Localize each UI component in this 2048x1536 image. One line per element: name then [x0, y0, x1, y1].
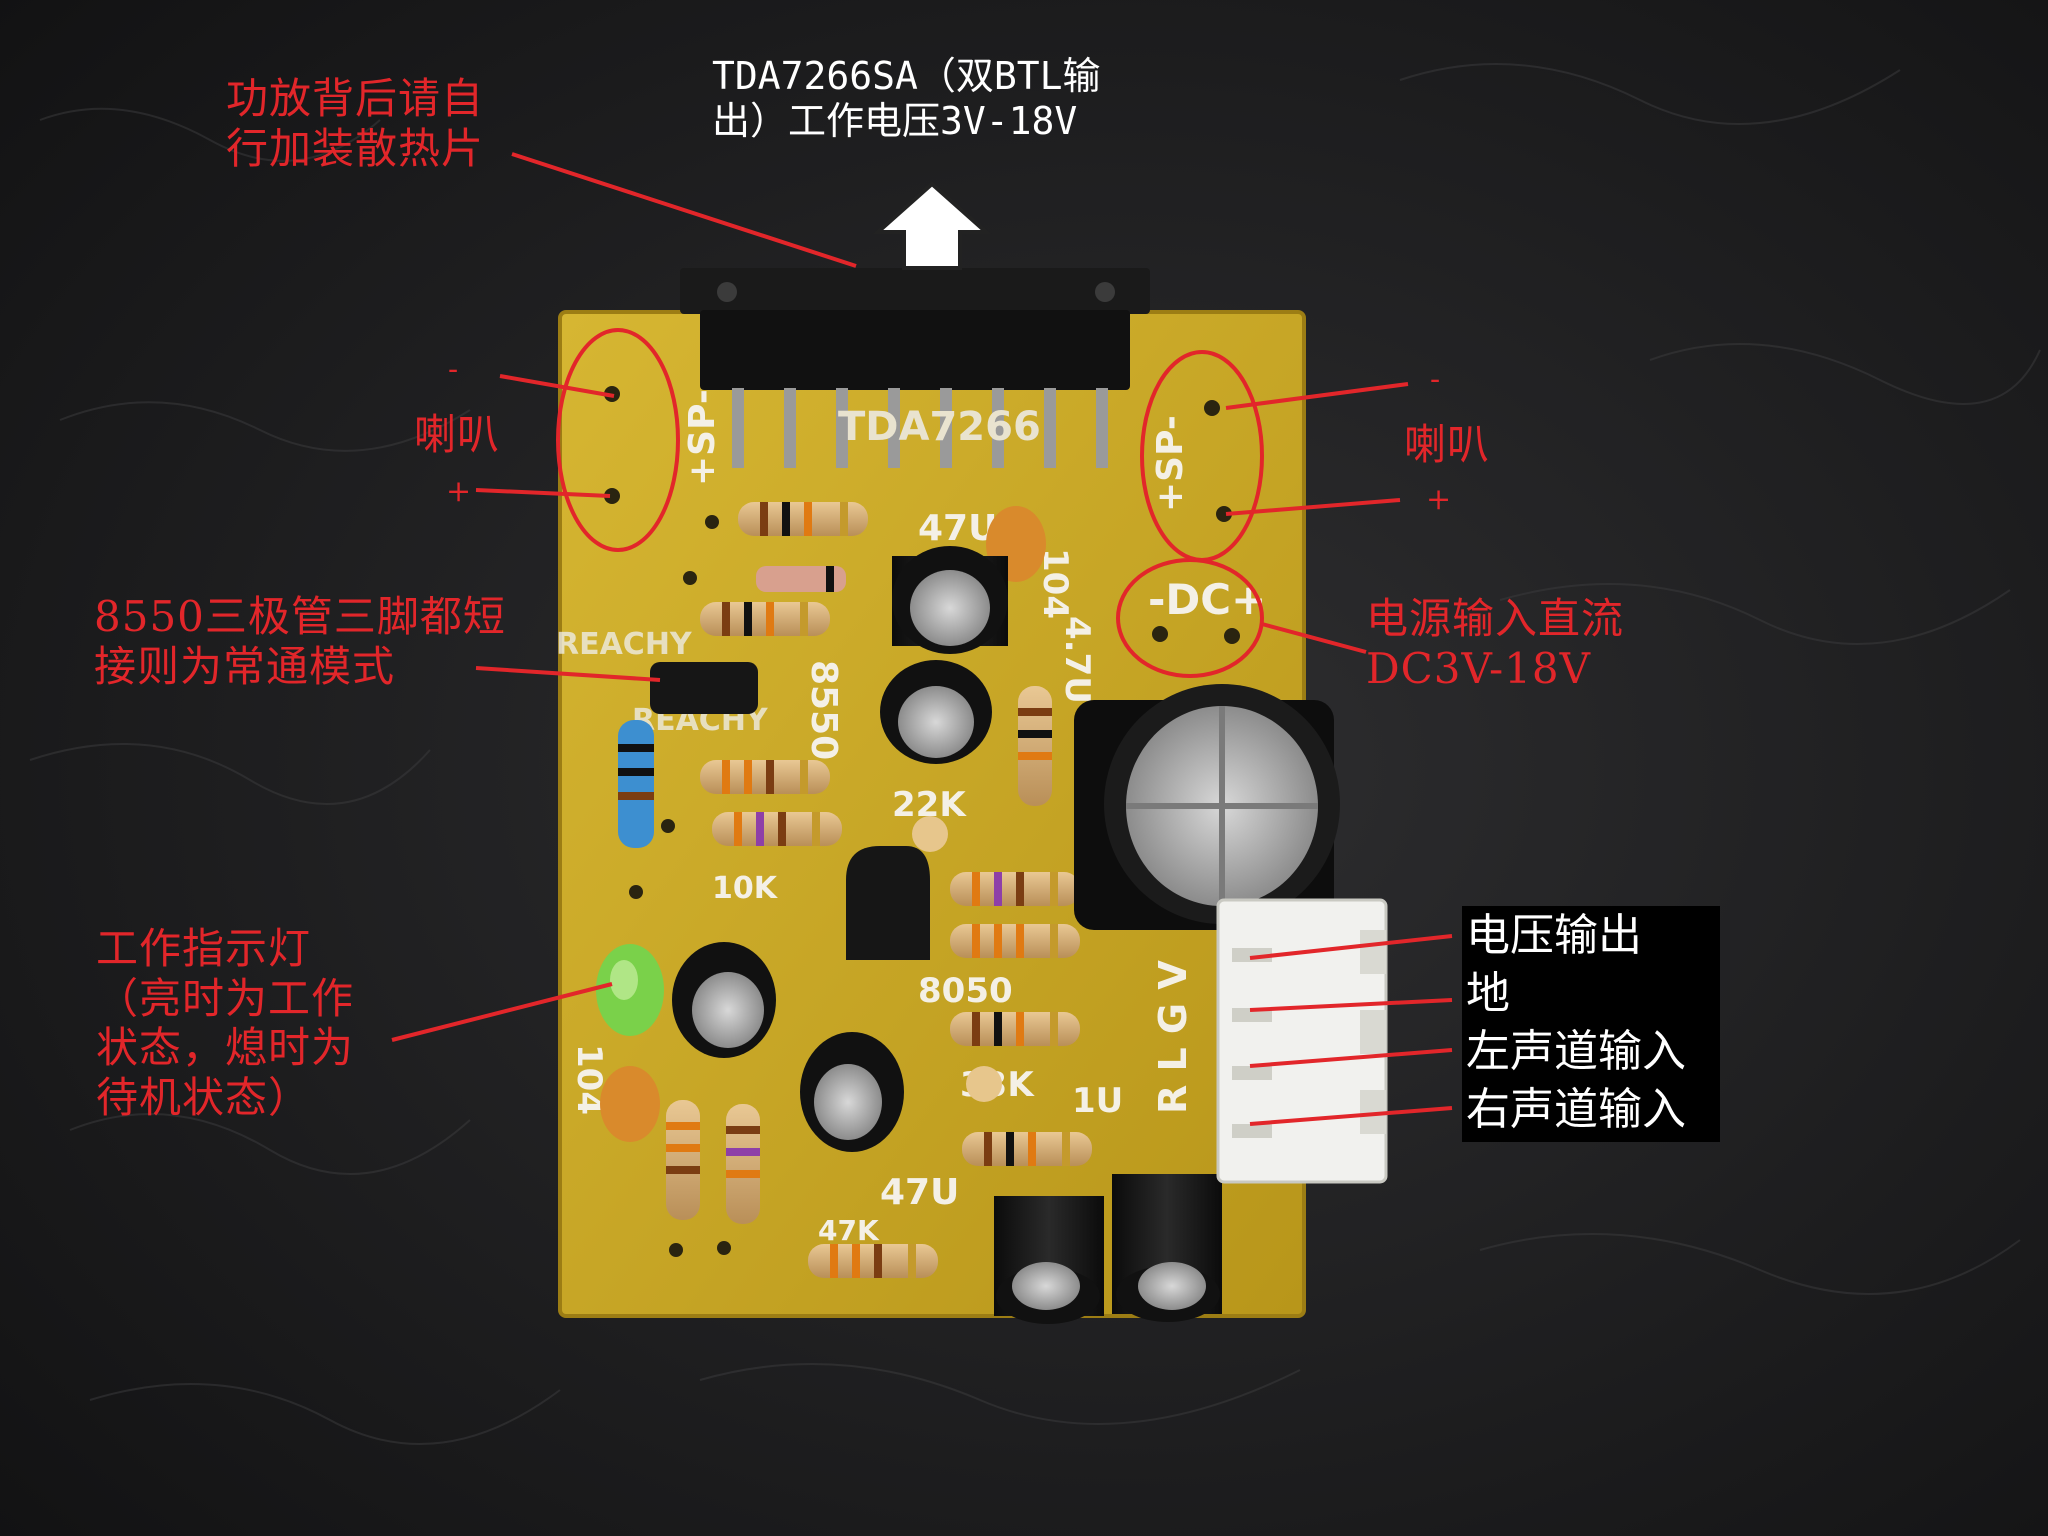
- dc-line: [1261, 622, 1367, 654]
- heatsink-arrow-line: [511, 152, 857, 268]
- chip-title-label: TDA7266SA（双BTL输 出）工作电压3V-18V: [712, 54, 1101, 143]
- resistor: [712, 812, 842, 846]
- silk-8550: 8550: [803, 660, 844, 760]
- transistor-line: [475, 666, 661, 682]
- resistor: [950, 924, 1080, 958]
- resistor-vertical: [1018, 686, 1052, 806]
- silk-sp-right: +SP-: [1150, 415, 1191, 512]
- silk-47u-bottom: 47U: [880, 1172, 959, 1213]
- electrolytic-capacitors: [672, 546, 1340, 1324]
- speaker-left-plus: +: [446, 474, 473, 509]
- resistor: [950, 872, 1080, 906]
- small-resistor: [966, 1066, 1002, 1102]
- silk-4-7u: 4.7U: [1057, 616, 1097, 704]
- resistor: [738, 502, 868, 536]
- speaker-left-plus-line: [475, 488, 611, 498]
- capacitor-4-7u: [880, 660, 992, 764]
- resistor-vertical: [726, 1104, 760, 1224]
- transistor-note-label: 8550三极管三脚都短 接则为常通模式: [94, 592, 506, 691]
- silk-1u: 1U: [1072, 1081, 1123, 1121]
- transistor-8050: [846, 846, 930, 960]
- capacitor-bottom-right: [1112, 1174, 1222, 1322]
- power-input-label: 电源输入直流 DC3V-18V: [1366, 594, 1625, 693]
- connector-line-3: [1249, 1048, 1453, 1068]
- diode: [756, 566, 846, 592]
- connector-label-right-input: 右声道输入: [1466, 1084, 1686, 1135]
- resistor: [962, 1132, 1092, 1166]
- resistor-blue: [618, 720, 654, 848]
- silk-47u-top: 47U: [918, 508, 997, 549]
- speaker-right-plus: +: [1426, 482, 1453, 517]
- silk-10k: 10K: [712, 871, 779, 906]
- annotation-marks: [391, 152, 1453, 1126]
- up-arrow-icon: [872, 181, 992, 270]
- chip-pins: [732, 388, 1108, 468]
- speaker-right-minus-line: [1225, 382, 1409, 410]
- heatsink-note-label: 功放背后请自 行加装散热片: [226, 74, 485, 173]
- silk-47k: 47K: [818, 1214, 880, 1247]
- silk-8050: 8050: [918, 971, 1013, 1011]
- connector-4pin: [1216, 898, 1388, 1184]
- silk-sp-left: +SP-: [682, 389, 723, 486]
- speaker-left-circle: [556, 328, 680, 552]
- chip-body: [700, 310, 1130, 390]
- connector-line-4: [1249, 1106, 1453, 1126]
- capacitor-1u: [672, 942, 776, 1058]
- transistor-8550: [650, 662, 758, 714]
- trimmer-22k: [912, 816, 948, 852]
- chip-heatsink-tab: [680, 268, 1150, 314]
- silk-chip-marking: TDA7266: [838, 404, 1041, 450]
- led-line: [391, 982, 613, 1042]
- resistor: [700, 760, 830, 794]
- silk-connector-pins: R L G V: [1151, 960, 1195, 1114]
- capacitor-large-filter: [1074, 684, 1340, 930]
- connector-label-left-input: 左声道输入: [1466, 1026, 1686, 1077]
- capacitor-47u: [892, 546, 1008, 654]
- indicator-note-label: 工作指示灯 （亮时为工作 状态，熄时为 待机状态）: [96, 924, 355, 1122]
- speaker-left-label: 喇叭: [414, 410, 501, 459]
- connector-label-box: [1462, 906, 1720, 1142]
- connector-line-2: [1249, 998, 1453, 1012]
- connector-label-ground: 地: [1466, 968, 1510, 1019]
- resistors: [618, 502, 1092, 1278]
- solder-pads: [604, 386, 1240, 1257]
- speaker-right-plus-line: [1225, 498, 1401, 516]
- connector-label-voltage-out: 电压输出: [1466, 910, 1642, 961]
- silk-watermark-1: REACHY: [556, 627, 693, 662]
- speaker-right-label: 喇叭: [1404, 420, 1491, 469]
- dc-circle: [1116, 558, 1264, 678]
- resistor: [950, 1012, 1080, 1046]
- resistor: [700, 602, 830, 636]
- capacitor-bottom-left: [994, 1196, 1104, 1324]
- capacitor-47u-lower: [800, 1032, 904, 1152]
- connector-line-1: [1249, 934, 1453, 960]
- resistor-vertical: [666, 1100, 700, 1220]
- speaker-left-minus: -: [448, 352, 460, 387]
- speaker-right-minus: -: [1430, 362, 1442, 397]
- resistor: [808, 1244, 938, 1278]
- speaker-left-minus-line: [499, 374, 615, 398]
- ceramic-capacitor-104: [600, 1066, 660, 1142]
- leather-texture: [29, 63, 2041, 1445]
